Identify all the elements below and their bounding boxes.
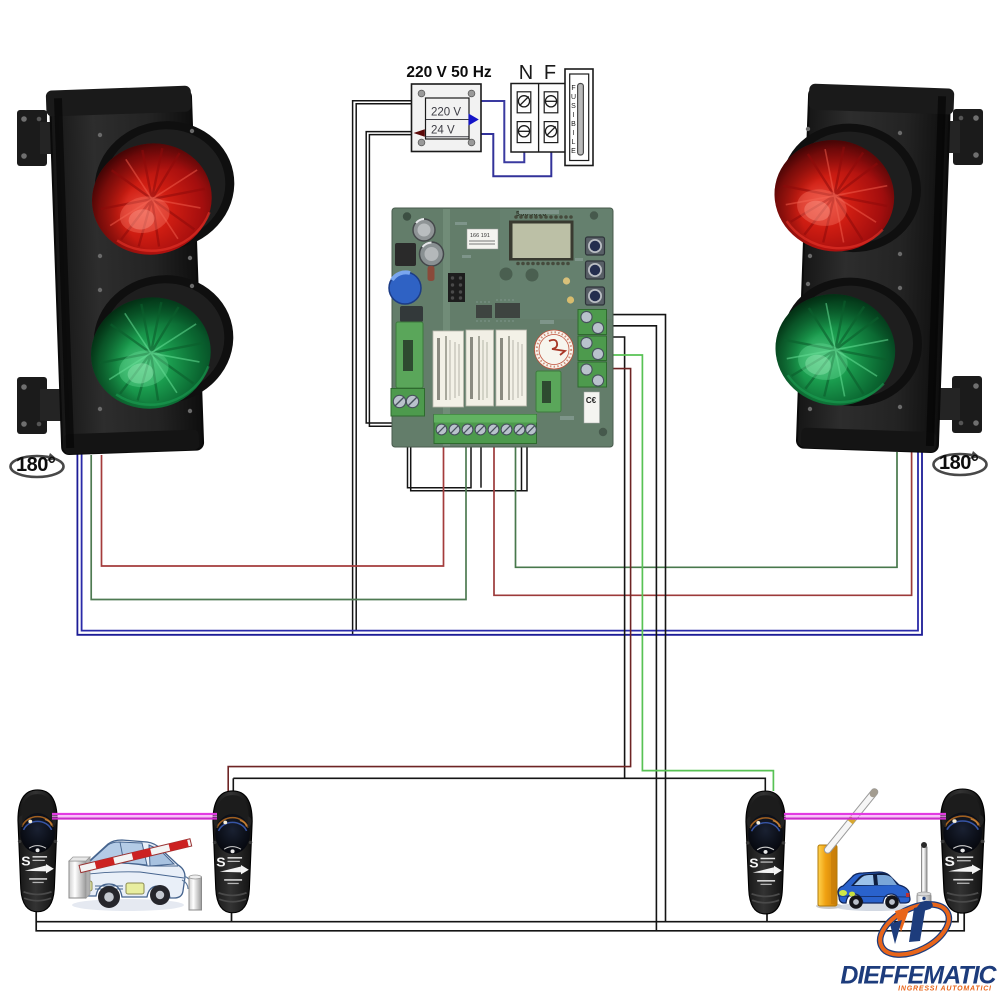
svg-text:I: I: [573, 130, 575, 137]
svg-text:166 191: 166 191: [470, 233, 490, 239]
svg-text:B: B: [571, 121, 576, 128]
svg-text:220 V: 220 V: [431, 107, 461, 119]
svg-text:E: E: [571, 148, 576, 155]
svg-text:U: U: [571, 94, 576, 101]
svg-text:DIEFFEMATIC: DIEFFEMATIC: [840, 962, 997, 990]
svg-text:L: L: [572, 139, 576, 146]
svg-text:INGRESSI AUTOMATICI: INGRESSI AUTOMATICI: [898, 986, 992, 993]
svg-text:180°: 180°: [16, 454, 56, 476]
svg-text:C€: C€: [586, 396, 597, 405]
svg-text:180°: 180°: [939, 452, 979, 474]
svg-text:24 V: 24 V: [431, 125, 455, 137]
svg-text:S: S: [571, 103, 576, 110]
svg-text:F: F: [571, 85, 575, 92]
svg-text:F: F: [544, 62, 556, 84]
svg-text:N: N: [519, 62, 533, 84]
svg-text:I: I: [573, 112, 575, 119]
svg-text:220 V 50 Hz: 220 V 50 Hz: [406, 64, 492, 81]
svg-text:5803010: 5803010: [516, 211, 547, 218]
